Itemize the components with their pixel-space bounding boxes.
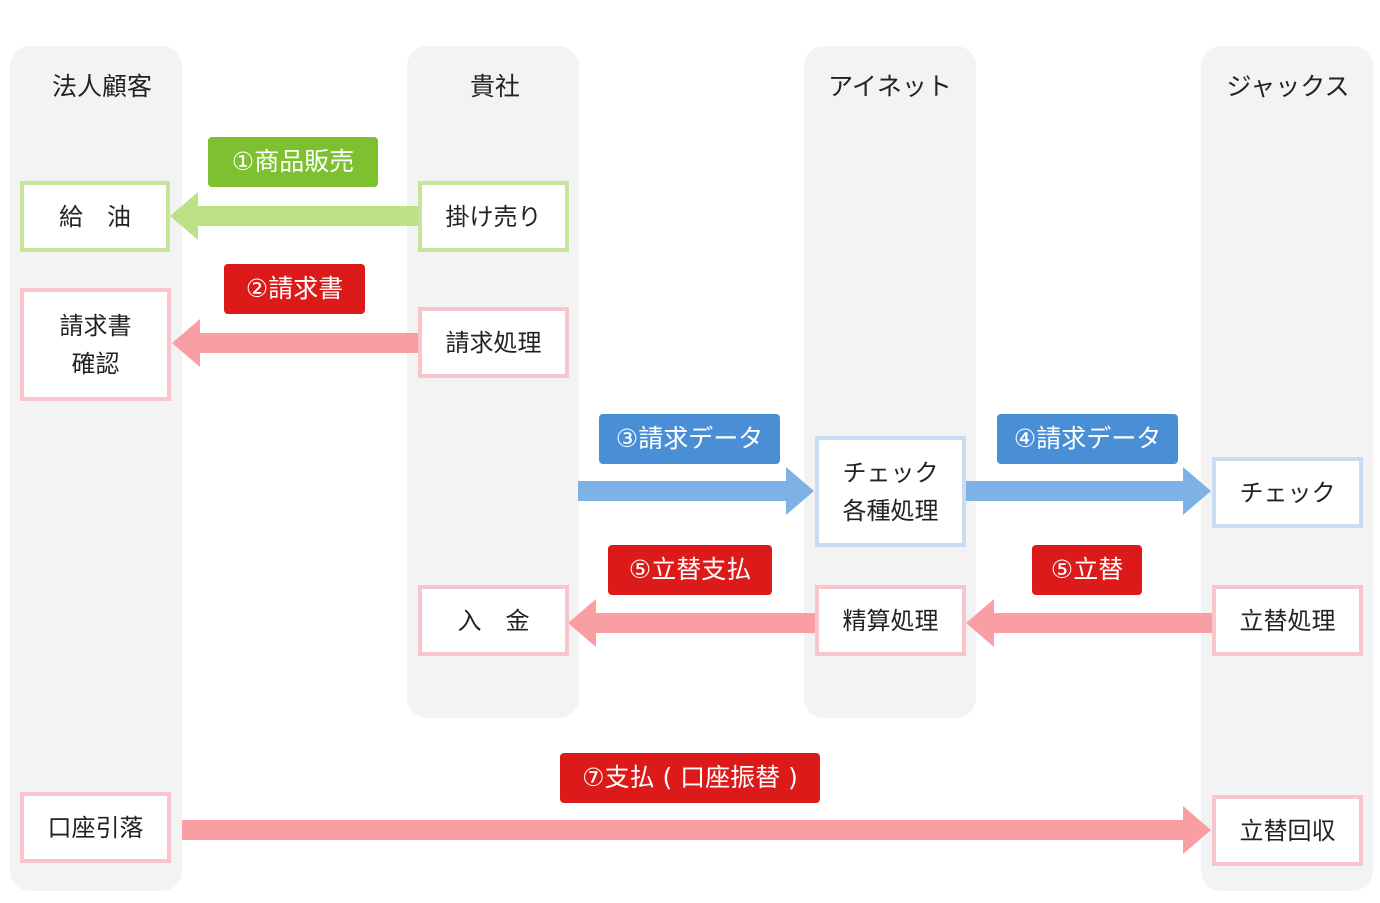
arrow-payment-head: [568, 599, 596, 647]
lane-title-customer: 法人顧客: [51, 72, 152, 101]
arrow-invoice-shaft: [198, 333, 418, 353]
lane-title-inet: アイネット: [828, 72, 952, 101]
box-advance-recovery: 立替回収: [1212, 795, 1363, 866]
arrow-data3-shaft: [578, 481, 790, 501]
box-settlement: 精算処理: [815, 585, 966, 656]
arrow-transfer-shaft: [182, 820, 1186, 840]
box-refuel: 給 油: [20, 181, 170, 252]
box-check-various: チェック 各種処理: [815, 436, 966, 547]
arrow-data4-head: [1183, 467, 1211, 515]
arrow-data3-head: [786, 467, 814, 515]
box-advance-process: 立替処理: [1212, 585, 1363, 656]
arrow-sale-shaft: [196, 206, 418, 226]
arrow-invoice-head: [172, 319, 200, 367]
arrow-sale-head: [170, 192, 198, 240]
box-credit-sale: 掛け売り: [418, 181, 569, 252]
arrow-payment-shaft: [594, 613, 816, 633]
arrow-data4-shaft: [966, 481, 1186, 501]
label-step5-advance-payment: ⑤立替支払: [608, 545, 772, 595]
arrow-advance-head: [966, 599, 994, 647]
label-step1-sale: ①商品販売: [208, 137, 378, 187]
lane-customer: [10, 46, 182, 891]
label-step2-invoice: ②請求書: [224, 264, 365, 314]
label-step3-billing-data: ③請求データ: [599, 414, 780, 464]
label-step4-billing-data: ④請求データ: [997, 414, 1178, 464]
box-invoice-check: 請求書 確認: [20, 288, 171, 401]
lane-title-company: 貴社: [469, 72, 520, 101]
label-step7-payment-transfer: ⑦支払 ( 口座振替 ): [560, 753, 820, 803]
arrow-advance-shaft: [992, 613, 1212, 633]
box-check: チェック: [1212, 457, 1363, 528]
lane-title-jacks: ジャックス: [1226, 72, 1350, 101]
arrow-transfer-head: [1183, 806, 1211, 854]
box-deposit: 入 金: [418, 585, 569, 656]
box-billing-process: 請求処理: [418, 307, 569, 378]
label-step5-advance: ⑤立替: [1032, 545, 1142, 595]
box-account-debit: 口座引落: [20, 792, 171, 863]
